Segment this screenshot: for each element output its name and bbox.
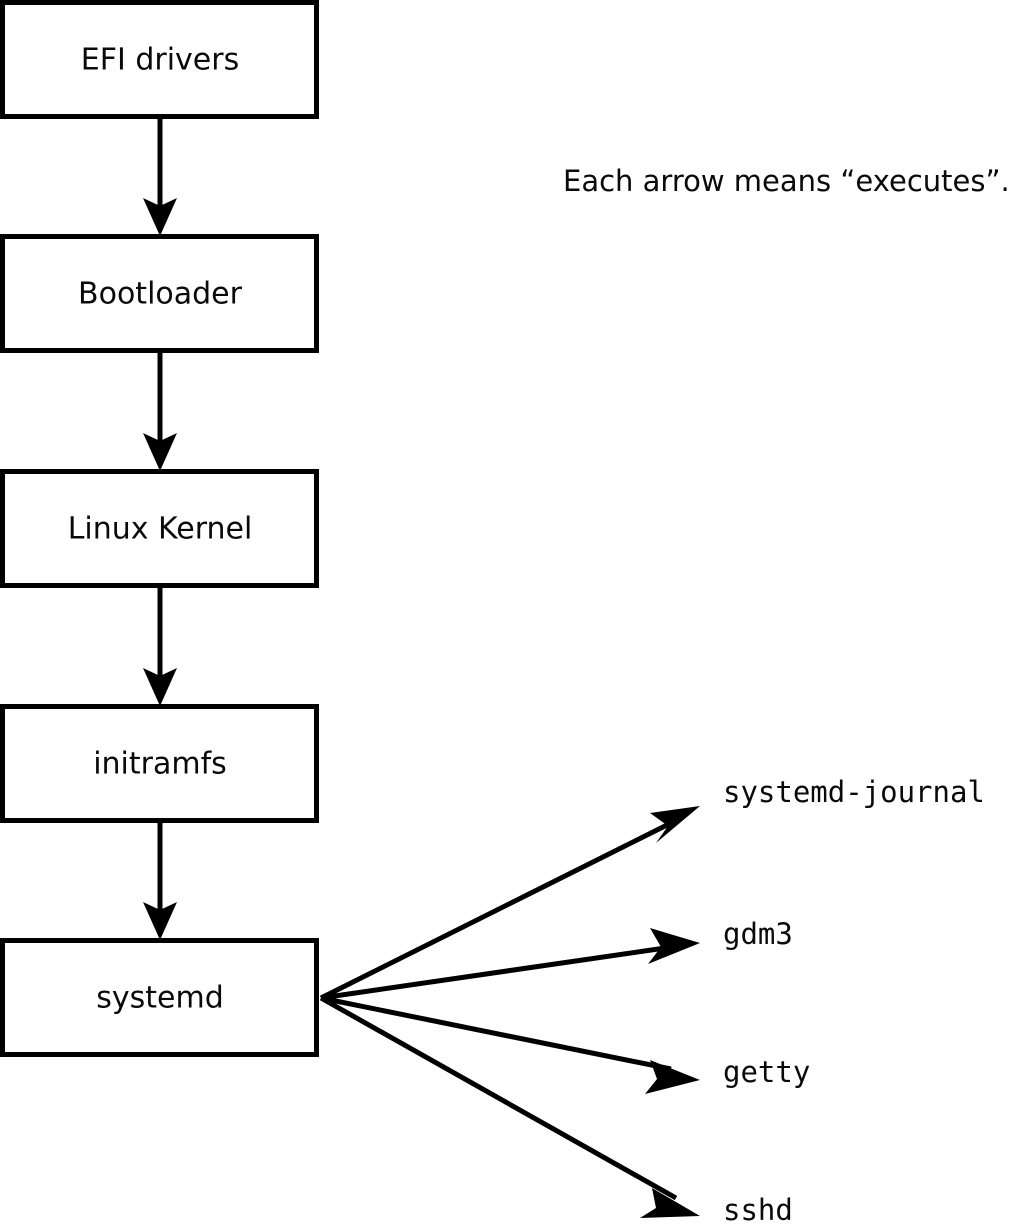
node-linux-kernel[interactable]: Linux Kernel bbox=[0, 469, 319, 588]
node-efi-drivers[interactable]: EFI drivers bbox=[0, 0, 319, 119]
service-label-sshd: sshd bbox=[723, 1193, 793, 1227]
arrow-head-icon bbox=[143, 902, 177, 940]
diagram-annotation: Each arrow means “executes”. bbox=[563, 164, 1010, 198]
boot-chain-group: EFI drivers Bootloader Linux Kernel init… bbox=[0, 0, 319, 1057]
node-label-linux-kernel: Linux Kernel bbox=[68, 512, 253, 547]
chain-arrows-group bbox=[143, 118, 177, 940]
arrow-head-icon bbox=[645, 1060, 700, 1094]
arrow-head-icon bbox=[143, 198, 177, 236]
node-label-systemd: systemd bbox=[96, 981, 224, 1016]
node-label-efi-drivers: EFI drivers bbox=[81, 43, 239, 78]
arrow-head-icon bbox=[648, 928, 700, 964]
node-bootloader[interactable]: Bootloader bbox=[0, 234, 319, 353]
arrow-efi-to-bootloader bbox=[143, 118, 177, 236]
node-systemd[interactable]: systemd bbox=[0, 938, 319, 1057]
node-box-initramfs bbox=[0, 704, 319, 823]
arrow-systemd-to-gdm3 bbox=[320, 928, 700, 1001]
node-box-efi-drivers bbox=[0, 0, 319, 119]
node-initramfs[interactable]: initramfs bbox=[0, 704, 319, 823]
node-box-systemd bbox=[0, 938, 319, 1057]
arrow-kernel-to-initramfs bbox=[143, 587, 177, 706]
arrow-systemd-to-sshd bbox=[319, 995, 700, 1218]
arrow-head-icon bbox=[650, 806, 700, 843]
arrow-systemd-to-getty bbox=[320, 995, 700, 1094]
node-box-linux-kernel bbox=[0, 469, 319, 588]
arrow-systemd-to-systemd-journal bbox=[319, 806, 700, 1001]
service-label-getty: getty bbox=[723, 1055, 810, 1089]
arrow-shaft bbox=[319, 818, 677, 1001]
node-label-initramfs: initramfs bbox=[93, 747, 227, 782]
arrow-head-icon bbox=[640, 1188, 700, 1218]
service-arrows-group bbox=[319, 806, 700, 1218]
service-label-systemd-journal: systemd-journal bbox=[723, 775, 985, 809]
node-box-bootloader bbox=[0, 234, 319, 353]
arrow-bootloader-to-kernel bbox=[143, 352, 177, 471]
arrow-head-icon bbox=[143, 433, 177, 471]
arrow-initramfs-to-systemd bbox=[143, 822, 177, 940]
service-label-gdm3: gdm3 bbox=[723, 917, 793, 951]
arrow-shaft bbox=[320, 995, 672, 1072]
arrow-shaft bbox=[319, 995, 678, 1201]
arrow-shaft bbox=[320, 944, 673, 1001]
arrow-head-icon bbox=[143, 668, 177, 706]
service-labels-group: systemd-journal gdm3 getty sshd bbox=[723, 775, 985, 1227]
node-label-bootloader: Bootloader bbox=[78, 277, 243, 312]
